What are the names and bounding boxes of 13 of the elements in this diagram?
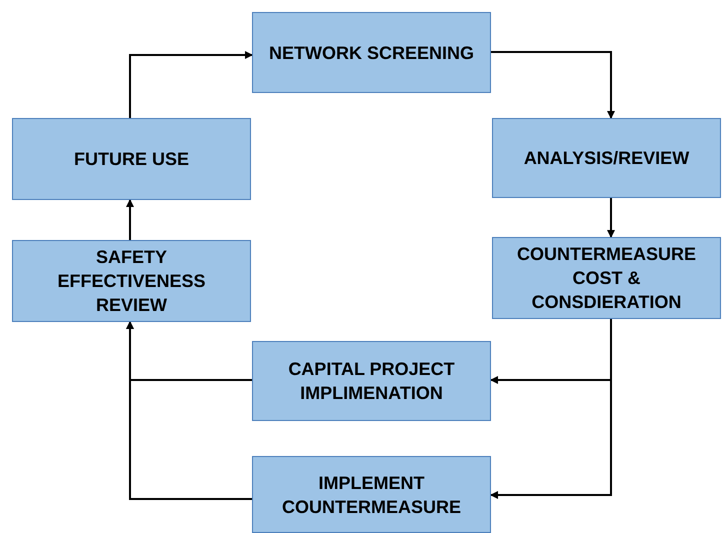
arrow — [126, 199, 134, 240]
arrow — [129, 51, 253, 118]
process-box: COUNTERMEASURE COST & CONSDIERATION — [492, 237, 721, 319]
process-box: NETWORK SCREENING — [252, 12, 491, 93]
arrow — [126, 321, 252, 500]
process-box: IMPLEMENT COUNTERMEASURE — [252, 456, 491, 533]
process-box: FUTURE USE — [12, 118, 251, 200]
arrow — [490, 319, 612, 499]
process-box: ANALYSIS/REVIEW — [492, 118, 721, 198]
process-box: SAFETY EFFECTIVENESS REVIEW — [12, 240, 251, 322]
process-box: CAPITAL PROJECT IMPLIMENATION — [252, 341, 491, 421]
arrow — [491, 51, 615, 119]
arrow — [607, 198, 615, 238]
